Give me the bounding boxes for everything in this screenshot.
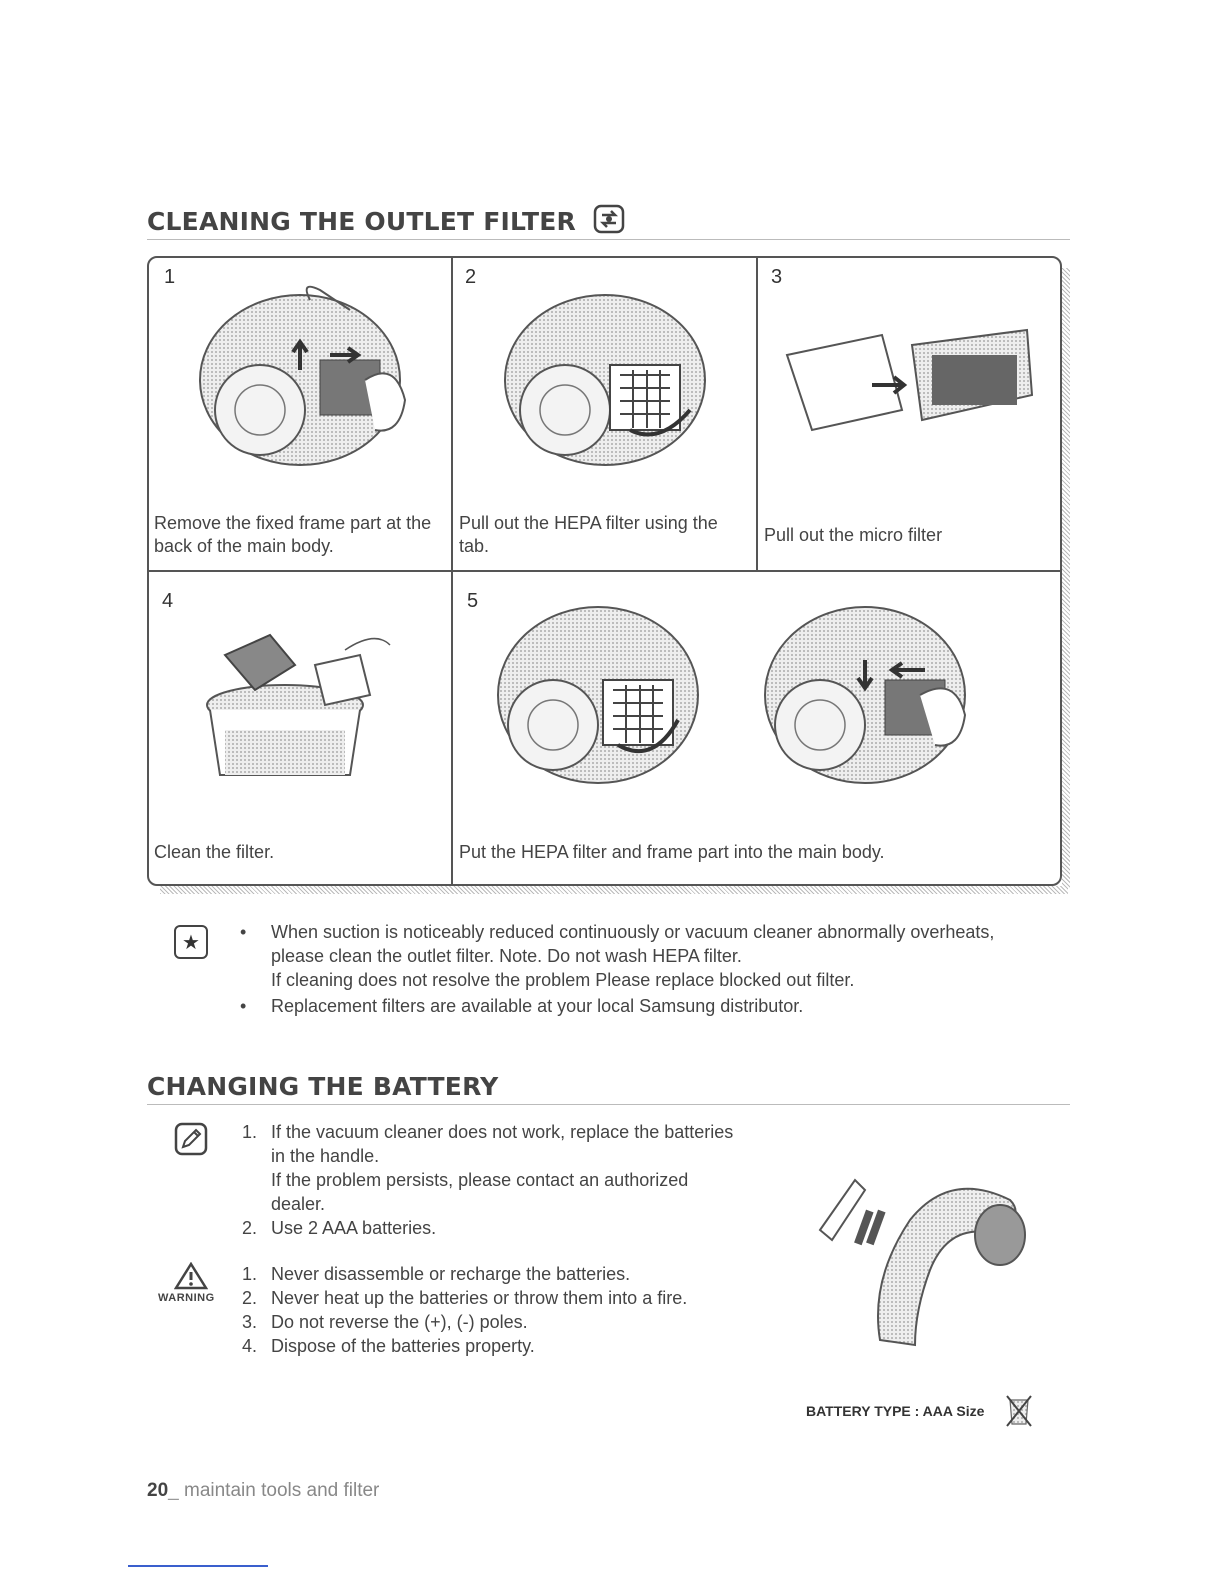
list-number: 1.: [242, 1122, 258, 1142]
grid-divider: [756, 256, 758, 572]
note-bullet: When suction is noticeably reduced conti…: [271, 920, 1071, 992]
warning-item: Never disassemble or recharge the batter…: [271, 1264, 631, 1284]
note-star-icon: ★: [174, 925, 208, 959]
step-number: 5: [467, 590, 479, 612]
step-number: 3: [771, 266, 783, 288]
list-line: If the problem persists, please contact …: [271, 1170, 689, 1190]
battery-disposal-icon: [1004, 1392, 1034, 1433]
page-footer: 20_ maintain tools and filter: [147, 1480, 380, 1501]
battery-type-label: BATTERY TYPE : AAA Size: [806, 1403, 985, 1419]
list-number: 4.: [242, 1336, 258, 1356]
footer-link-underline: [128, 1565, 268, 1567]
list-line: If the vacuum cleaner does not work, rep…: [271, 1122, 734, 1142]
handle-battery-illustration: [810, 1160, 1040, 1365]
vacuum-illustration: [190, 270, 430, 475]
step-number: 2: [465, 266, 477, 288]
micro-filter-illustration: [782, 315, 1042, 450]
filter-icon: [593, 204, 625, 240]
list-line: dealer.: [271, 1194, 326, 1214]
warning-triangle-icon: [173, 1261, 209, 1295]
warning-label: WARNING: [158, 1292, 215, 1304]
grid-divider: [147, 570, 1062, 572]
trash-can-illustration: [195, 610, 405, 785]
note-line: When suction is noticeably reduced conti…: [271, 922, 995, 942]
warning-item: Never heat up the batteries or throw the…: [271, 1288, 688, 1308]
step-description: Pull out the HEPA filter using the tab.: [459, 513, 718, 556]
list-number: 1.: [242, 1264, 258, 1284]
list-number: 2.: [242, 1218, 258, 1238]
list-number: 2.: [242, 1288, 258, 1308]
note-bullet: Replacement filters are available at you…: [271, 996, 804, 1016]
page-number: 20: [147, 1480, 169, 1501]
vacuum-illustration: [750, 585, 990, 795]
section-rule: [147, 239, 1070, 240]
step-description: Clean the filter.: [154, 842, 275, 862]
section-title-outlet-filter: CLEANING THE OUTLET FILTER: [147, 204, 625, 240]
list-item: Use 2 AAA batteries.: [271, 1218, 437, 1238]
warning-item: Do not reverse the (+), (-) poles.: [271, 1312, 528, 1332]
note-bullet-marker: •: [240, 922, 247, 942]
section-rule: [147, 1104, 1070, 1105]
box-shadow: [160, 886, 1068, 894]
list-number: 3.: [242, 1312, 258, 1332]
step-description: Put the HEPA filter and frame part into …: [459, 842, 885, 862]
step-description: Remove the fixed frame part at the back …: [154, 513, 432, 556]
note-line: If cleaning does not resolve the problem…: [271, 970, 855, 990]
section-title-text: CLEANING THE OUTLET FILTER: [147, 207, 576, 236]
note-pencil-icon: [174, 1122, 208, 1161]
step-description: Pull out the micro filter: [764, 525, 943, 545]
page-label: maintain tools and filter: [184, 1480, 380, 1501]
warning-item: Dispose of the batteries property.: [271, 1336, 535, 1356]
vacuum-illustration: [490, 270, 730, 475]
step-number: 1: [164, 266, 176, 288]
vacuum-illustration: [483, 585, 723, 795]
box-shadow: [1062, 268, 1070, 888]
step-number: 4: [162, 590, 174, 612]
note-line: please clean the outlet filter. Note. Do…: [271, 946, 742, 966]
list-item: If the vacuum cleaner does not work, rep…: [271, 1120, 791, 1216]
note-bullet-marker: •: [240, 996, 247, 1016]
list-line: in the handle.: [271, 1146, 380, 1166]
section-title-battery: CHANGING THE BATTERY: [147, 1072, 499, 1101]
